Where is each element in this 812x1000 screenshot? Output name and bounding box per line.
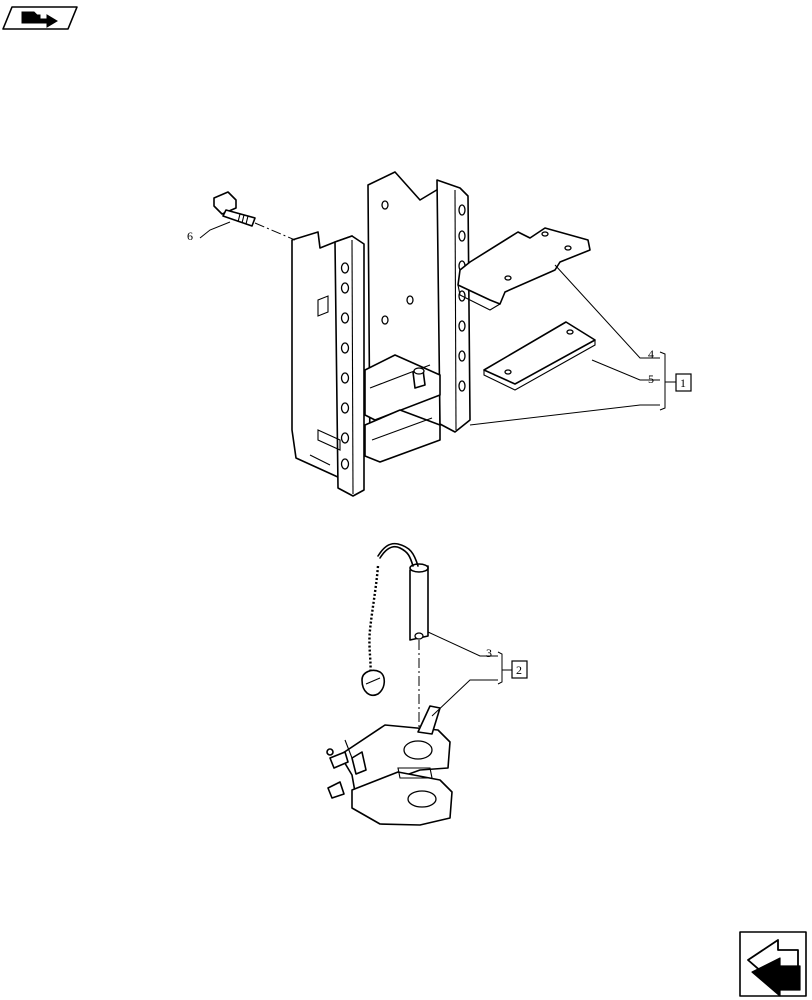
callout-3: 3 [486,646,492,660]
callout-4: 4 [648,347,654,361]
callout-5: 5 [648,372,654,386]
next-page-arrow-icon[interactable] [739,931,807,997]
rail-holes [340,200,466,470]
upper-leaders [199,221,676,426]
hitch-support-frame [291,171,471,497]
group-label-2: 2 [516,663,522,677]
callout-6: 6 [187,229,193,243]
plate-item-5 [483,321,596,391]
bolt-item-6 [213,191,296,241]
group-label-1: 1 [680,376,686,390]
group-box-1[interactable]: 1 [675,373,692,392]
plate-item-4 [457,227,591,311]
group-box-2[interactable]: 2 [511,660,528,679]
pin-item-3 [361,542,429,696]
hitch-jaw [326,705,453,826]
folder-arrow-icon[interactable] [2,6,78,30]
lower-leaders [427,631,512,717]
